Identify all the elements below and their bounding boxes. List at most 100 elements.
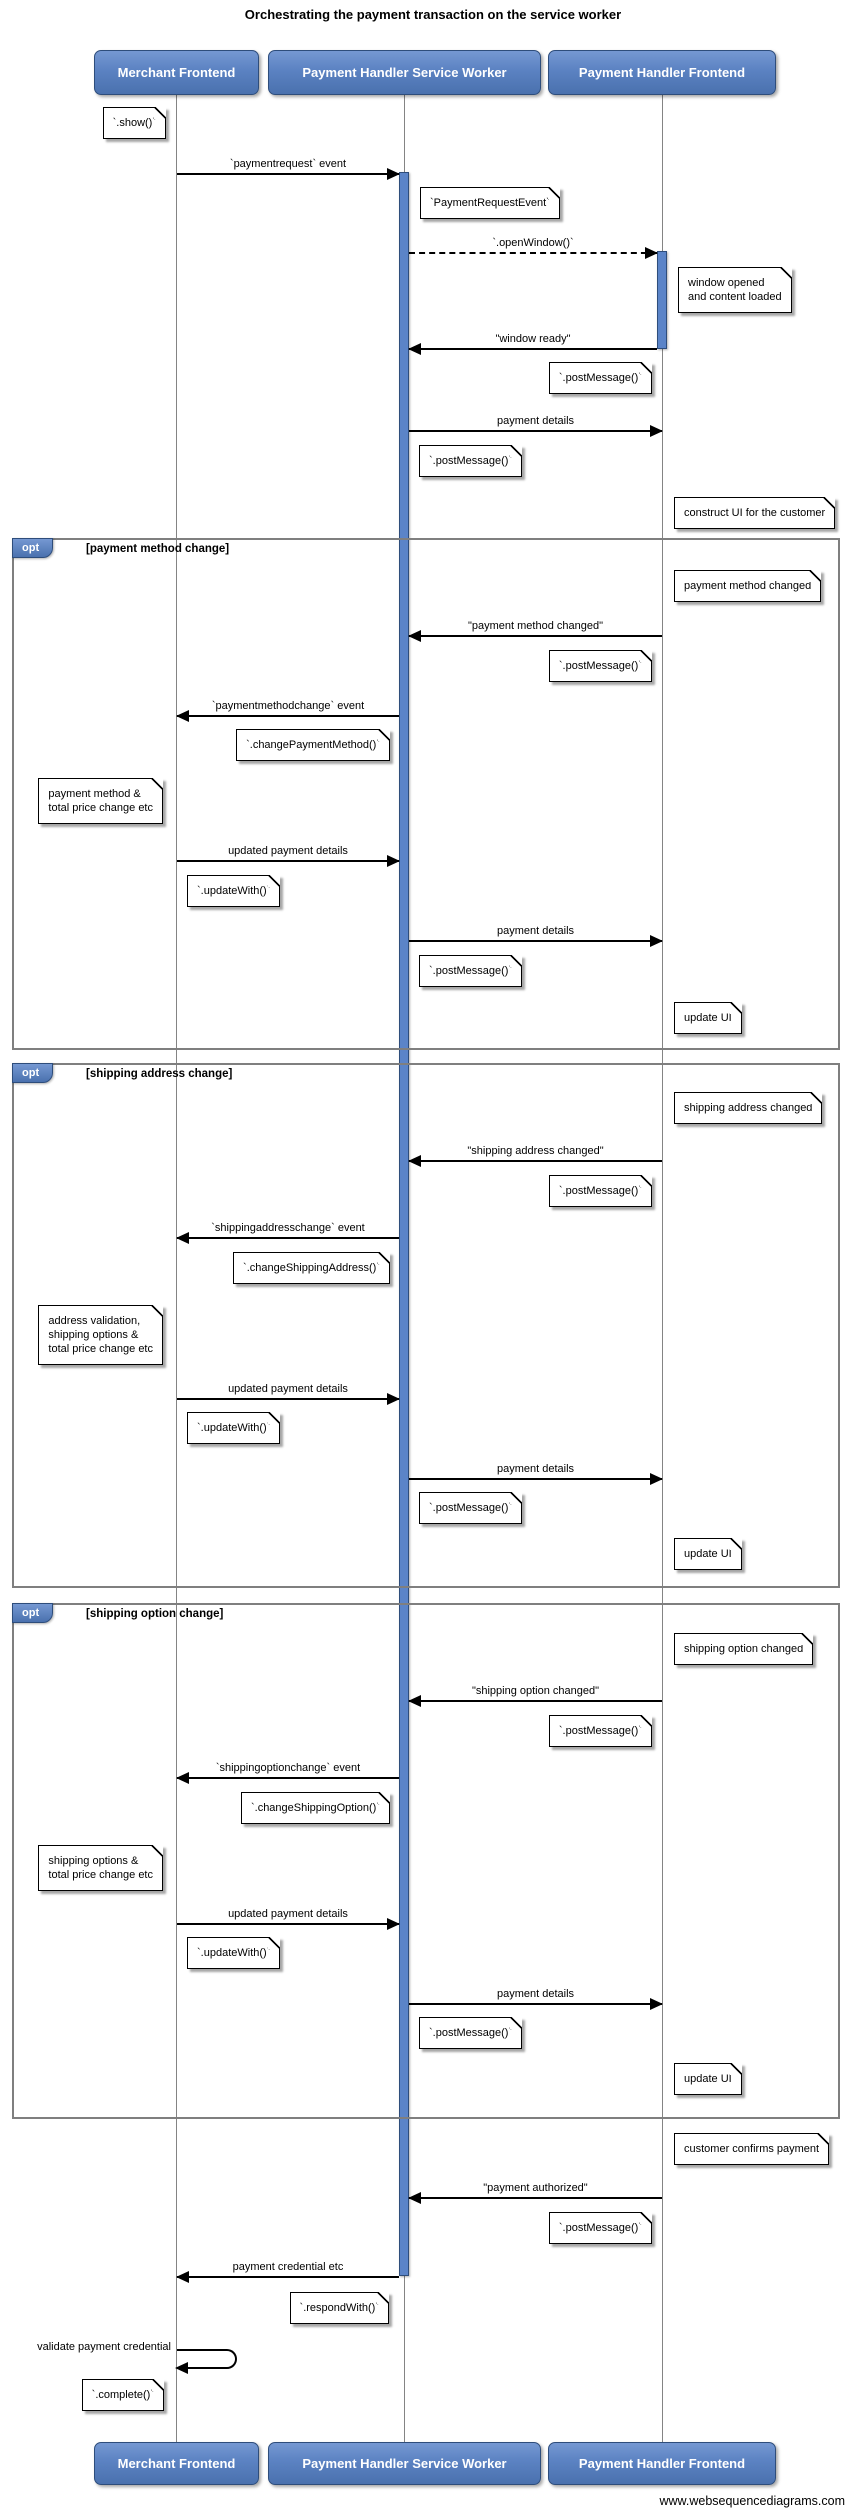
opt-keyword: opt bbox=[12, 1063, 54, 1083]
watermark-websequencediagrams: www.websequencediagrams.com bbox=[659, 2494, 845, 2508]
message-payment-method-changed: "payment method changed" bbox=[408, 616, 662, 642]
note-update-ui: update UI bbox=[674, 1538, 742, 1570]
message-line bbox=[409, 1700, 662, 1702]
message-payment-authorized: "payment authorized" bbox=[408, 2178, 662, 2204]
note-postmessage: `.postMessage()` bbox=[419, 2017, 523, 2049]
note-changeshippingaddress: `.changeShippingAddress()` bbox=[233, 1252, 390, 1284]
message-payment-credential: payment credential etc bbox=[176, 2257, 399, 2283]
note-respondwith: `.respondWith()` bbox=[289, 2292, 390, 2324]
message-payment-details: payment details bbox=[409, 411, 663, 437]
opt-frame-shipping-address: opt [shipping address change] bbox=[12, 1063, 840, 1588]
opt-condition: [shipping address change] bbox=[86, 1068, 233, 1080]
message-label: "shipping address changed" bbox=[467, 1145, 604, 1157]
message-line bbox=[177, 1398, 399, 1400]
message-label: `paymentrequest` event bbox=[229, 158, 347, 170]
message-label: `.openWindow()` bbox=[492, 237, 574, 249]
message-label: "shipping option changed" bbox=[471, 1685, 600, 1697]
message-line bbox=[409, 1160, 662, 1162]
message-line bbox=[409, 2003, 662, 2005]
message-line bbox=[409, 940, 662, 942]
arrowhead-left-icon bbox=[408, 630, 421, 642]
message-line bbox=[409, 348, 657, 350]
arrowhead-left-icon bbox=[176, 1772, 189, 1784]
note-postmessage: `.postMessage()` bbox=[548, 1175, 653, 1207]
note-postmessage: `.postMessage()` bbox=[419, 445, 523, 477]
opt-condition: [shipping option change] bbox=[86, 1608, 224, 1620]
arrowhead-right-icon bbox=[387, 168, 400, 180]
message-line bbox=[409, 1478, 662, 1480]
self-message-validate-credential bbox=[175, 2349, 237, 2374]
arrowhead-left-icon bbox=[408, 1695, 421, 1707]
message-updated-payment-details: updated payment details bbox=[177, 1904, 400, 1930]
message-line bbox=[177, 1237, 399, 1239]
message-label: `shippingaddresschange` event bbox=[211, 1222, 365, 1234]
message-label: "payment method changed" bbox=[467, 620, 603, 632]
opt-keyword: opt bbox=[12, 538, 54, 558]
message-line bbox=[177, 1777, 399, 1779]
message-shippingoptionchange-event: `shippingoptionchange` event bbox=[176, 1758, 399, 1784]
arrowhead-right-icon bbox=[645, 247, 658, 259]
arrowhead-right-icon bbox=[650, 1473, 663, 1485]
message-line bbox=[409, 252, 657, 254]
message-label: "window ready" bbox=[495, 333, 571, 345]
arrowhead-left-icon bbox=[175, 2362, 188, 2374]
note-window-opened: window opened and content loaded bbox=[678, 267, 792, 313]
message-label: payment details bbox=[496, 1463, 575, 1475]
note-postmessage: `.postMessage()` bbox=[548, 362, 653, 394]
note-updatewith: `.updateWith()` bbox=[187, 1937, 281, 1969]
arrowhead-left-icon bbox=[176, 2271, 189, 2283]
arrowhead-right-icon bbox=[650, 1998, 663, 2010]
message-paymentmethodchange-event: `paymentmethodchange` event bbox=[176, 696, 399, 722]
message-line bbox=[409, 430, 662, 432]
message-label: payment details bbox=[496, 925, 575, 937]
diagram-title: Orchestrating the payment transaction on… bbox=[244, 7, 622, 22]
arrowhead-left-icon bbox=[408, 2192, 421, 2204]
note-postmessage: `.postMessage()` bbox=[419, 955, 523, 987]
message-payment-details: payment details bbox=[409, 921, 663, 947]
note-shipping-option-changed: shipping option changed bbox=[674, 1633, 814, 1665]
note-complete: `.complete()` bbox=[81, 2379, 165, 2411]
message-shipping-option-changed: "shipping option changed" bbox=[408, 1681, 662, 1707]
arrowhead-right-icon bbox=[387, 1918, 400, 1930]
arrowhead-left-icon bbox=[176, 710, 189, 722]
note-shipping-address-changed: shipping address changed bbox=[674, 1092, 823, 1124]
message-label: payment credential etc bbox=[232, 2261, 344, 2273]
message-payment-details: payment details bbox=[409, 1984, 663, 2010]
arrowhead-right-icon bbox=[650, 935, 663, 947]
message-label: updated payment details bbox=[228, 1383, 348, 1395]
message-line bbox=[409, 2197, 662, 2199]
lifeline-merchant-frontend bbox=[176, 95, 177, 2442]
note-payment-method-changed: payment method changed bbox=[674, 570, 822, 602]
arrowhead-left-icon bbox=[408, 1155, 421, 1167]
message-shippingaddresschange-event: `shippingaddresschange` event bbox=[176, 1218, 399, 1244]
message-paymentrequest-event: `paymentrequest` event bbox=[177, 154, 400, 180]
message-label: `shippingoptionchange` event bbox=[215, 1762, 361, 1774]
note-paymentrequestevent: `PaymentRequestEvent` bbox=[420, 187, 560, 219]
lifeline-handler-frontend bbox=[662, 95, 663, 2442]
message-openwindow: `.openWindow()` bbox=[409, 233, 658, 259]
message-line bbox=[177, 1923, 399, 1925]
message-label: "payment authorized" bbox=[483, 2182, 588, 2194]
arrowhead-left-icon bbox=[176, 1232, 189, 1244]
arrowhead-right-icon bbox=[387, 1393, 400, 1405]
opt-keyword: opt bbox=[12, 1603, 54, 1623]
arrowhead-right-icon bbox=[650, 425, 663, 437]
note-show: `.show()` bbox=[102, 107, 167, 139]
opt-frame-payment-method: opt [payment method change] bbox=[12, 538, 840, 1050]
message-line bbox=[177, 2276, 399, 2278]
note-merchant-changes: address validation, shipping options & t… bbox=[38, 1305, 163, 1365]
message-label: payment details bbox=[496, 415, 575, 427]
message-payment-details: payment details bbox=[409, 1459, 663, 1485]
message-label: `paymentmethodchange` event bbox=[211, 700, 365, 712]
arrowhead-right-icon bbox=[387, 855, 400, 867]
note-customer-confirms: customer confirms payment bbox=[674, 2133, 830, 2165]
message-window-ready: "window ready" bbox=[408, 329, 657, 355]
note-update-ui: update UI bbox=[674, 1002, 742, 1034]
note-merchant-changes: shipping options & total price change et… bbox=[38, 1845, 163, 1891]
note-construct-ui: construct UI for the customer bbox=[674, 497, 836, 529]
opt-condition: [payment method change] bbox=[86, 543, 230, 555]
note-postmessage: `.postMessage()` bbox=[419, 1492, 523, 1524]
note-merchant-changes: payment method & total price change etc bbox=[38, 778, 163, 824]
opt-frame-shipping-option: opt [shipping option change] bbox=[12, 1603, 840, 2119]
